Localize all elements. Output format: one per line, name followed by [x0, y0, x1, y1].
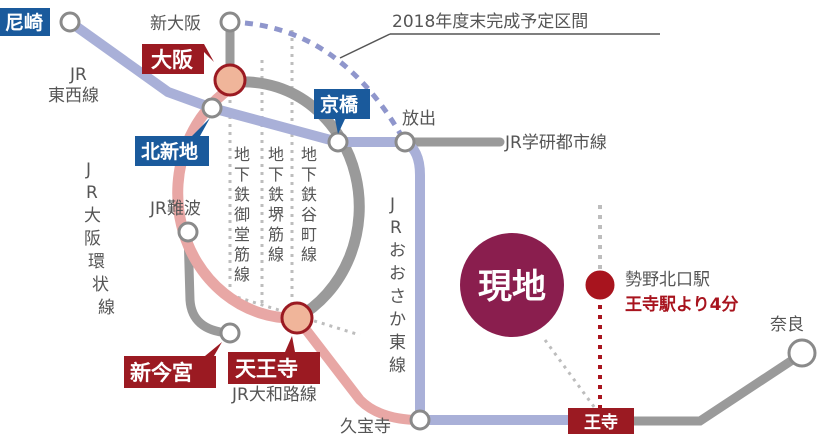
tanimachi-char: 谷 [301, 205, 317, 224]
higashi-char: 東 [389, 333, 406, 353]
higashi-char: 線 [389, 356, 406, 376]
station-osaka [213, 63, 247, 97]
midosuji-char: 線 [234, 265, 250, 284]
midosuji-char: 鉄 [234, 185, 250, 204]
tag-oji: 王寺 [568, 408, 634, 434]
label-jr-gakkentoshi: JR学研都市線 [504, 133, 607, 153]
label-jr-osaka-higashi: J R お お さ か 東 線 [389, 195, 406, 376]
tag-tennoji-label: 天王寺 [235, 357, 298, 381]
sakaisuji-char: 下 [268, 165, 284, 184]
tag-kyobashi: 京橋 [314, 89, 370, 134]
tag-shin-imamiya: 新今宮 [124, 342, 222, 388]
label-subway-midosuji: 地 下 鉄 御 堂 筋 線 [234, 145, 250, 284]
access-note: 王寺駅より4分 [625, 294, 739, 315]
higashi-char: お [389, 241, 406, 261]
label-jr-namba: JR難波 [149, 199, 201, 219]
higashi-char: お [389, 264, 406, 284]
subway-lines [228, 20, 602, 416]
label-jr-yamatoji: JR大和路線 [231, 385, 317, 405]
station-tennoji [280, 301, 314, 335]
sakaisuji-char: 地 [268, 145, 284, 164]
subway-connector [229, 293, 361, 337]
station-shin-imamiya [219, 322, 241, 344]
tanimachi-char: 下 [301, 165, 317, 184]
midosuji-char: 下 [234, 165, 250, 184]
tag-kyobashi-label: 京橋 [320, 93, 359, 116]
higashi-char: か [389, 310, 406, 330]
loop-char: J [85, 160, 91, 180]
label-seya-kitaguchi: 勢野北口駅 [625, 270, 710, 290]
genchi-marker [460, 233, 564, 337]
loop-char: 環 [88, 252, 105, 272]
jr-yamatoji-east [615, 350, 805, 426]
midosuji-char: 御 [234, 205, 250, 224]
label-jr-osaka-loop: J R 大 阪 環 状 線 [84, 160, 115, 318]
station-markers [59, 11, 817, 431]
tanimachi-char: 鉄 [301, 185, 317, 204]
station-kyuhoji [409, 409, 431, 431]
label-hanaten: 放出 [402, 109, 436, 129]
tanimachi-char: 町 [301, 225, 317, 244]
loop-line-east [239, 76, 365, 323]
midosuji-char: 堂 [234, 225, 250, 244]
annotation-text: 2018年度末完成予定区間 [392, 12, 588, 32]
loop-char: 阪 [84, 229, 101, 249]
station-nara [787, 338, 817, 368]
sakaisuji-char: 堺 [268, 205, 284, 224]
higashi-char: R [390, 218, 402, 238]
loop-char: 大 [84, 206, 101, 226]
label-jr-tozai-2: 東西線 [48, 86, 99, 106]
tag-shin-imamiya-label: 新今宮 [130, 361, 193, 385]
tag-oji-label: 王寺 [584, 412, 618, 433]
loop-char: R [86, 183, 98, 203]
genchi-label: 現地 [478, 267, 546, 307]
tag-amagasaki: 尼崎 [0, 8, 50, 36]
tag-tennoji: 天王寺 [228, 336, 320, 384]
station-shin-osaka [219, 11, 241, 33]
station-hanaten [394, 131, 416, 153]
loop-char: 線 [98, 298, 115, 318]
tag-kitashinchi-label: 北新地 [141, 140, 198, 163]
tag-osaka-label: 大阪 [151, 48, 194, 72]
station-seya-kitaguchi [585, 270, 615, 300]
label-kyuhoji: 久宝寺 [340, 417, 391, 437]
sakaisuji-char: 筋 [268, 225, 284, 244]
label-subway-tanimachi: 地 下 鉄 谷 町 線 [301, 145, 317, 264]
station-jr-namba [177, 221, 199, 243]
tanimachi-char: 地 [301, 145, 317, 164]
midosuji-char: 筋 [234, 245, 250, 264]
label-nara: 奈良 [770, 315, 804, 335]
sakaisuji-char: 鉄 [268, 185, 284, 204]
label-shin-osaka: 新大阪 [150, 14, 201, 34]
higashi-char: さ [389, 287, 406, 307]
tag-kitashinchi: 北新地 [135, 118, 210, 166]
higashi-char: J [389, 195, 395, 215]
station-amagasaki [59, 11, 81, 33]
label-subway-sakaisuji: 地 下 鉄 堺 筋 線 [268, 145, 284, 264]
station-kitashinchi [201, 97, 223, 119]
label-jr-tozai-1: JR [69, 65, 87, 85]
tag-amagasaki-label: 尼崎 [5, 11, 43, 34]
tag-osaka: 大阪 [142, 44, 214, 74]
genchi-connector [543, 339, 602, 416]
sakaisuji-char: 線 [268, 245, 284, 264]
midosuji-char: 地 [234, 145, 250, 164]
tanimachi-char: 線 [301, 245, 317, 264]
loop-char: 状 [92, 275, 109, 295]
annotation-leader [339, 33, 391, 59]
station-kyobashi [327, 131, 349, 153]
future-section [229, 19, 408, 144]
